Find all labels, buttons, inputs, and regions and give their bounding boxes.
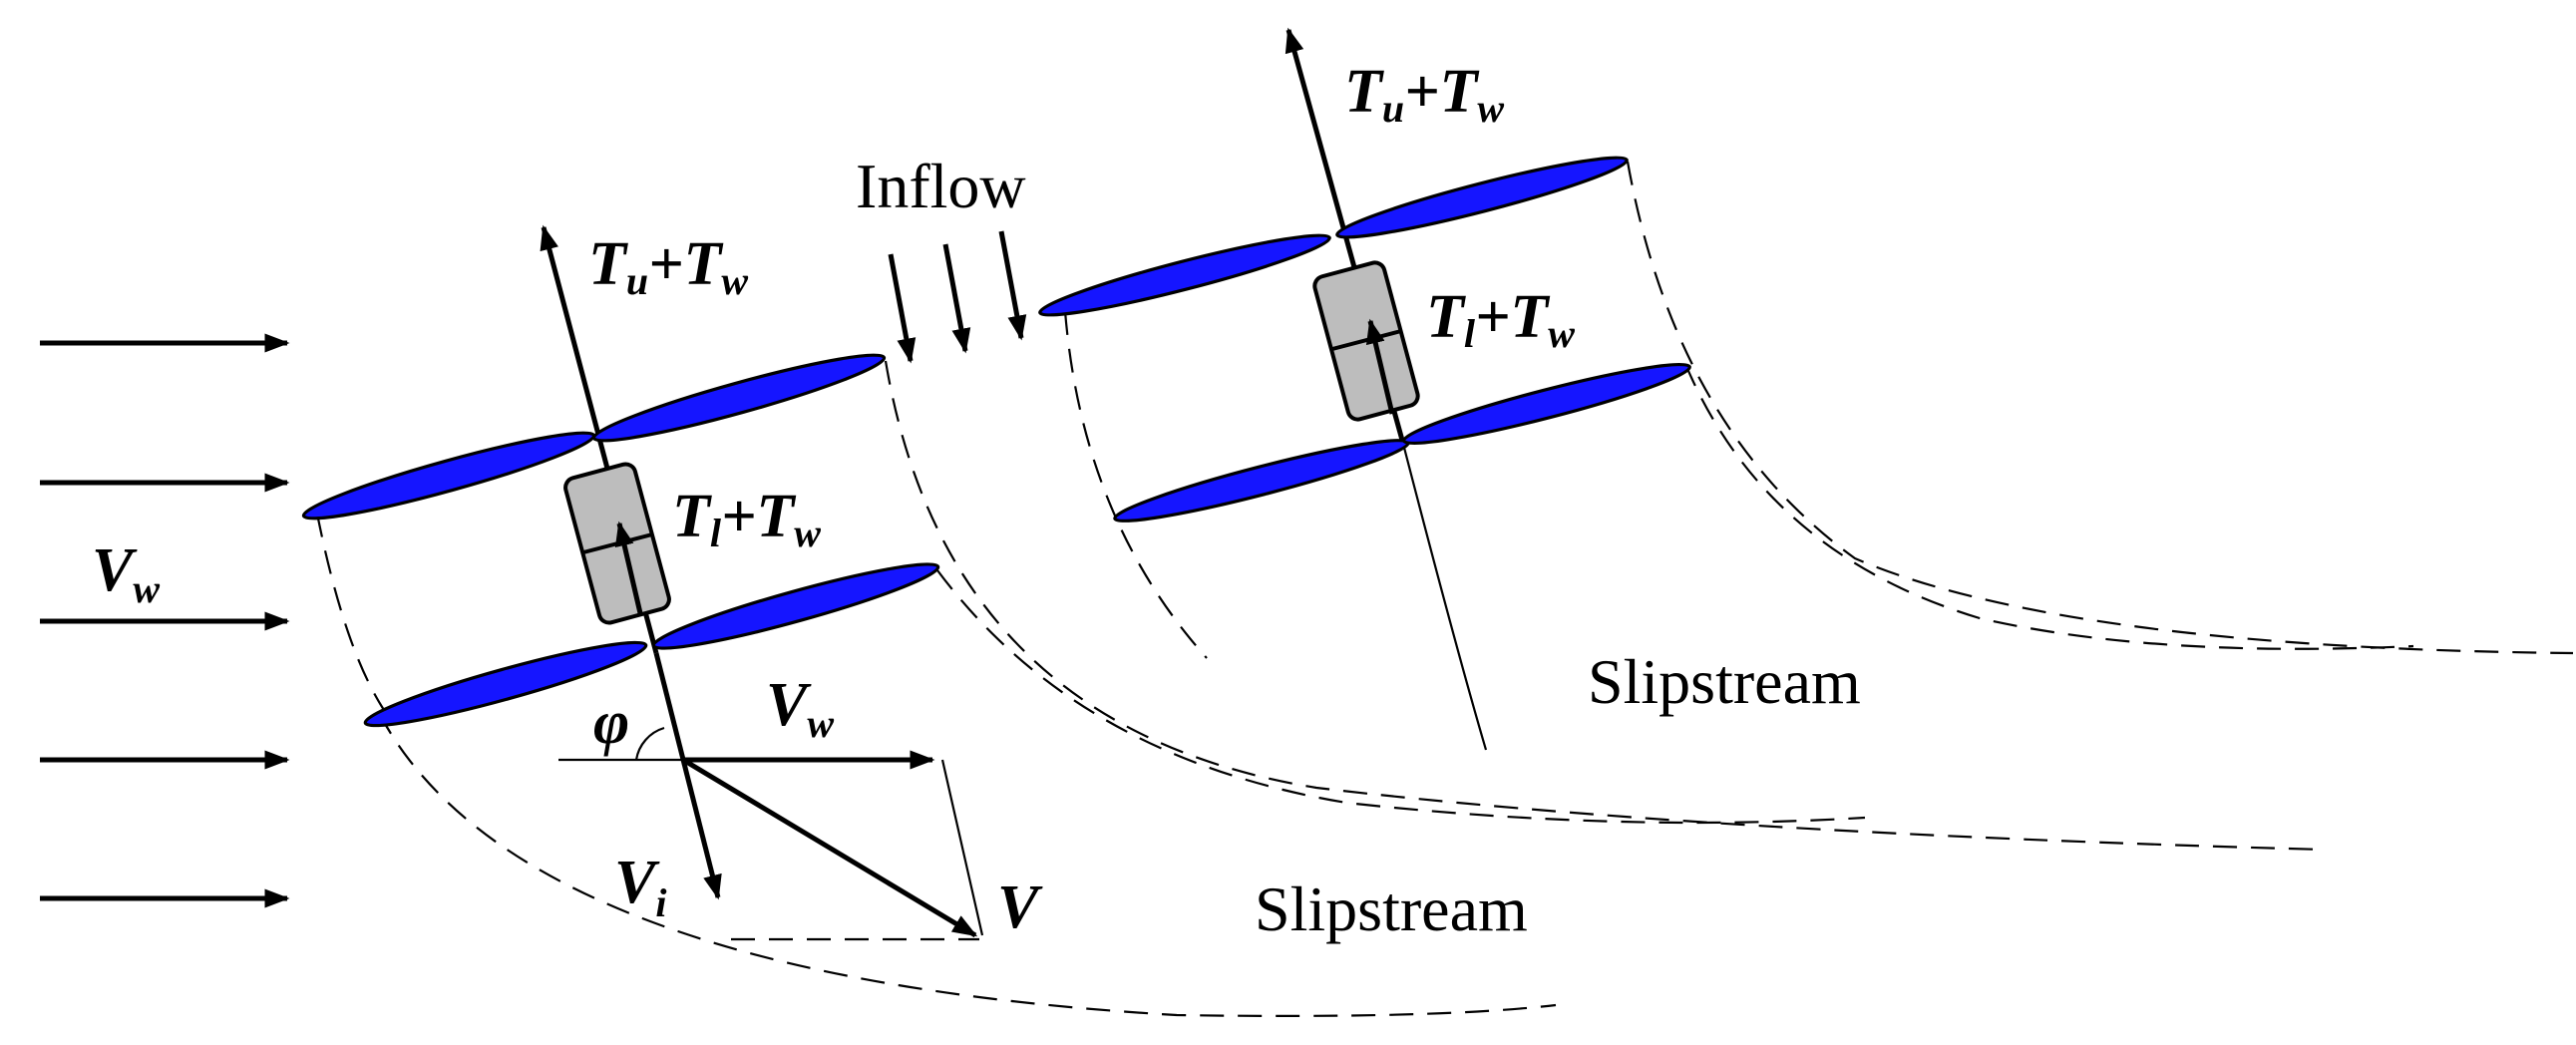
rear-lower-blade-right <box>651 562 940 650</box>
slipstream-label-front: Slipstream <box>1255 873 1528 944</box>
rear-slipstream-upper-boundary <box>884 360 2325 852</box>
inflow-arrow-1 <box>888 253 917 364</box>
rear-lower-thrust-label: Tl+Tw <box>672 483 821 555</box>
resultant-velocity-label: V <box>997 873 1043 941</box>
front-slipstream-upper-boundary <box>1626 161 2574 655</box>
rear-upper-blade-left <box>301 431 596 521</box>
rear-rotor <box>301 224 940 900</box>
inflow-label: Inflow <box>856 151 1026 221</box>
slipstream-label-rear: Slipstream <box>1588 646 1861 717</box>
resultant-velocity-vector <box>681 757 978 938</box>
induced-velocity-label: Vi <box>614 849 666 925</box>
front-slipstream-lower-boundary <box>1063 310 1208 659</box>
front-upper-thrust-label: Tu+Tw <box>1344 58 1504 131</box>
rear-upper-blade-right <box>591 353 887 443</box>
wind-velocity-label-left: Vw <box>92 536 160 611</box>
front-wake-side-line <box>1683 363 2414 650</box>
front-rotor <box>1038 27 1691 522</box>
front-upper-blade-right <box>1335 156 1629 239</box>
labels: Inflow Slipstream Slipstream Tu+Tw Tl+Tw… <box>92 58 1861 944</box>
triangle-right-side <box>940 759 984 936</box>
rear-wake-side-line-1 <box>315 513 385 711</box>
front-rotor-wake <box>1063 161 2574 751</box>
front-lower-blade-left <box>1113 439 1410 522</box>
front-upper-blade-left <box>1038 233 1331 317</box>
rear-upper-thrust-label: Tu+Tw <box>588 230 748 303</box>
inflow-arrow-3 <box>998 230 1027 341</box>
rear-wake-side-line-2 <box>936 569 1866 825</box>
rear-slipstream-lower-boundary <box>378 712 1557 1017</box>
inflow-arrow-2 <box>942 243 971 354</box>
angle-arc <box>634 726 665 761</box>
wind-velocity-vector-label: Vw <box>766 671 834 746</box>
front-rotor-centre-wake-line <box>1401 443 1488 751</box>
front-lower-thrust-label: Tl+Tw <box>1426 283 1575 356</box>
front-lower-blade-right <box>1402 362 1691 446</box>
rear-rotor-shaft-lower <box>653 652 722 900</box>
velocity-triangle <box>558 726 984 941</box>
rear-rotor-wake <box>315 360 2325 1017</box>
front-lower-thrust-arrow <box>1365 318 1395 415</box>
angle-phi-label: φ <box>593 689 629 757</box>
rear-lower-thrust-arrow <box>614 521 643 614</box>
freestream-arrows <box>40 333 290 908</box>
rear-lower-blade-left <box>363 640 648 728</box>
inflow-arrows <box>888 230 1027 364</box>
